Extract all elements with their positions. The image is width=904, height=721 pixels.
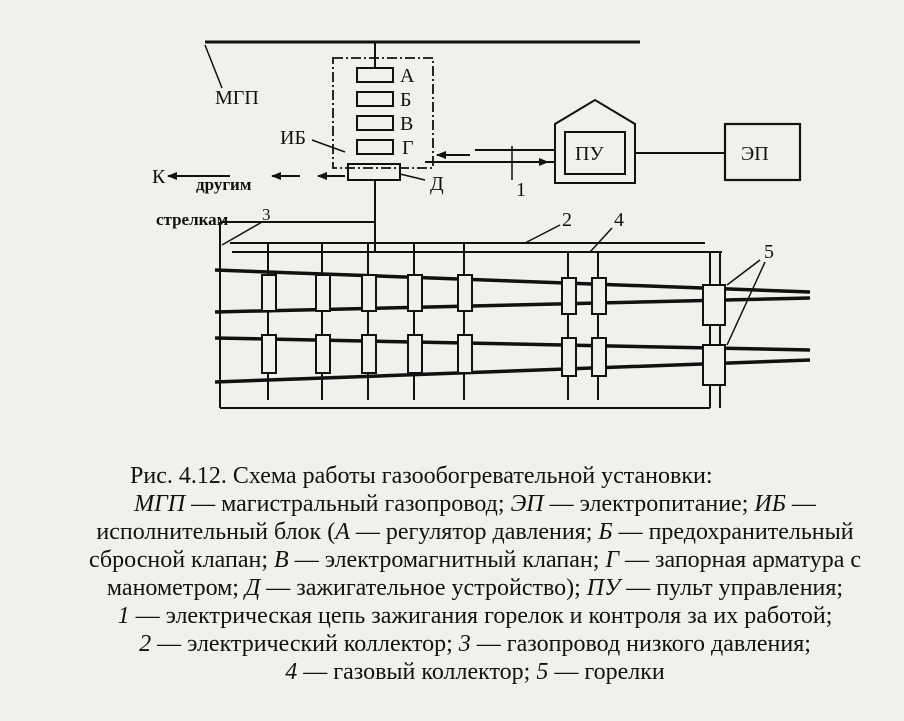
label-4: 4 bbox=[614, 209, 624, 231]
burner-lower-5 bbox=[457, 334, 473, 374]
caption-segment: ИБ bbox=[754, 491, 786, 517]
label-2: 2 bbox=[562, 209, 572, 231]
burner-lower-8 bbox=[702, 344, 726, 386]
component-a-box bbox=[356, 67, 394, 83]
label-5-leader-b bbox=[726, 261, 766, 346]
burner-lower-2 bbox=[315, 334, 331, 374]
mgp-leader-line bbox=[204, 44, 223, 89]
caption-segment: ПУ bbox=[586, 575, 621, 601]
caption-line: манометром; Д — зажигательное устройство… bbox=[60, 574, 890, 602]
caption-segment: Д bbox=[244, 575, 261, 601]
caption-segment: Б bbox=[598, 519, 613, 545]
caption-line: МГП — магистральный газопровод; ЭП — эле… bbox=[60, 490, 890, 518]
caption-segment: — зажигательное устройство); bbox=[260, 575, 587, 601]
caption-segment: 2 bbox=[139, 631, 152, 657]
caption-segment: Г bbox=[605, 547, 620, 573]
label-b: Б bbox=[400, 89, 411, 111]
caption-segment: ЭП bbox=[510, 491, 544, 517]
caption-segment: 4 bbox=[285, 659, 298, 685]
caption-segment: — регулятор давления; bbox=[349, 519, 599, 545]
caption-segment: — горелки bbox=[548, 659, 665, 685]
caption-segment: — пульт управления; bbox=[620, 575, 844, 601]
burner-upper-7 bbox=[591, 277, 607, 315]
caption-segment: — электрическая цепь зажигания горелок и… bbox=[129, 603, 833, 629]
caption-segment: 3 bbox=[458, 631, 471, 657]
caption-segment: исполнительный блок ( bbox=[96, 519, 336, 545]
caption-segment: — магистральный газопровод; bbox=[185, 491, 511, 517]
label-mgp: МГП bbox=[215, 87, 259, 109]
label-5: 5 bbox=[764, 241, 774, 263]
caption-segment: А bbox=[335, 519, 350, 545]
label-drugim: другим bbox=[196, 175, 252, 194]
label-v: В bbox=[400, 113, 413, 135]
component-d-box bbox=[347, 163, 401, 181]
burner-lower-6 bbox=[561, 337, 577, 377]
burner-upper-8 bbox=[702, 284, 726, 326]
burner-lower-1 bbox=[261, 334, 277, 374]
caption-line: 4 — газовый коллектор; 5 — горелки bbox=[60, 658, 890, 686]
caption-segment: 5 bbox=[536, 659, 549, 685]
label-k: К bbox=[152, 166, 166, 188]
caption-segment: — электрический коллектор; bbox=[151, 631, 459, 657]
executive-block-outline bbox=[332, 57, 434, 169]
figure-caption: Рис. 4.12. Схема работы газообогреватель… bbox=[60, 462, 890, 686]
caption-segment: В bbox=[274, 547, 289, 573]
caption-line: сбросной клапан; В — электромагнитный кл… bbox=[60, 546, 890, 574]
burner-upper-5 bbox=[457, 274, 473, 312]
label-3: 3 bbox=[262, 205, 271, 224]
caption-segment: — электропитание; bbox=[543, 491, 755, 517]
label-1: 1 bbox=[516, 179, 526, 201]
burner-upper-3 bbox=[361, 274, 377, 312]
caption-segment: манометром; bbox=[106, 575, 245, 601]
control-panel-inner-box bbox=[564, 131, 626, 175]
component-g-box bbox=[356, 139, 394, 155]
caption-line: исполнительный блок (А — регулятор давле… bbox=[60, 518, 890, 546]
caption-line: 2 — электрический коллектор; 3 — газопро… bbox=[60, 630, 890, 658]
burner-upper-4 bbox=[407, 274, 423, 312]
label-pu: ПУ bbox=[575, 143, 604, 165]
label-a: А bbox=[400, 65, 415, 87]
burner-lower-3 bbox=[361, 334, 377, 374]
d-leader-line bbox=[399, 173, 426, 181]
caption-segment: — газовый коллектор; bbox=[297, 659, 537, 685]
label-5-leader-a bbox=[726, 259, 761, 286]
component-b-box bbox=[356, 91, 394, 107]
label-d: Д bbox=[430, 173, 444, 195]
caption-title: Рис. 4.12. Схема работы газообогреватель… bbox=[130, 463, 713, 489]
caption-segment: МГП bbox=[134, 491, 186, 517]
caption-legend: МГП — магистральный газопровод; ЭП — эле… bbox=[60, 490, 890, 686]
burner-upper-2 bbox=[315, 274, 331, 312]
burner-lower-7 bbox=[591, 337, 607, 377]
label-g: Г bbox=[402, 137, 414, 159]
label-ib: ИБ bbox=[280, 127, 306, 149]
caption-segment: — электромагнитный клапан; bbox=[288, 547, 606, 573]
caption-segment: — запорная арматура с bbox=[619, 547, 862, 573]
gas-heating-diagram: МГП А Б В Г Д ИБ ПУ ЭП 1 К другим стрелк… bbox=[152, 40, 811, 409]
burner-upper-6 bbox=[561, 277, 577, 315]
caption-segment: сбросной клапан; bbox=[88, 547, 275, 573]
label-4-leader bbox=[589, 227, 613, 253]
caption-line: 1 — электрическая цепь зажигания горелок… bbox=[60, 602, 890, 630]
caption-segment: — bbox=[785, 491, 816, 517]
ib-leader-line bbox=[311, 139, 346, 153]
label-3-leader bbox=[221, 221, 263, 246]
burner-lower-4 bbox=[407, 334, 423, 374]
burner-upper-1 bbox=[261, 274, 277, 312]
label-2-leader bbox=[524, 224, 561, 244]
component-v-box bbox=[356, 115, 394, 131]
caption-segment: 1 bbox=[117, 603, 130, 629]
caption-segment: — газопровод низкого давления; bbox=[470, 631, 811, 657]
label-ep: ЭП bbox=[741, 143, 769, 165]
caption-segment: — предохранительный bbox=[612, 519, 854, 545]
control-panel-housing bbox=[554, 98, 636, 184]
label-strelkam: стрелкам bbox=[156, 210, 229, 229]
